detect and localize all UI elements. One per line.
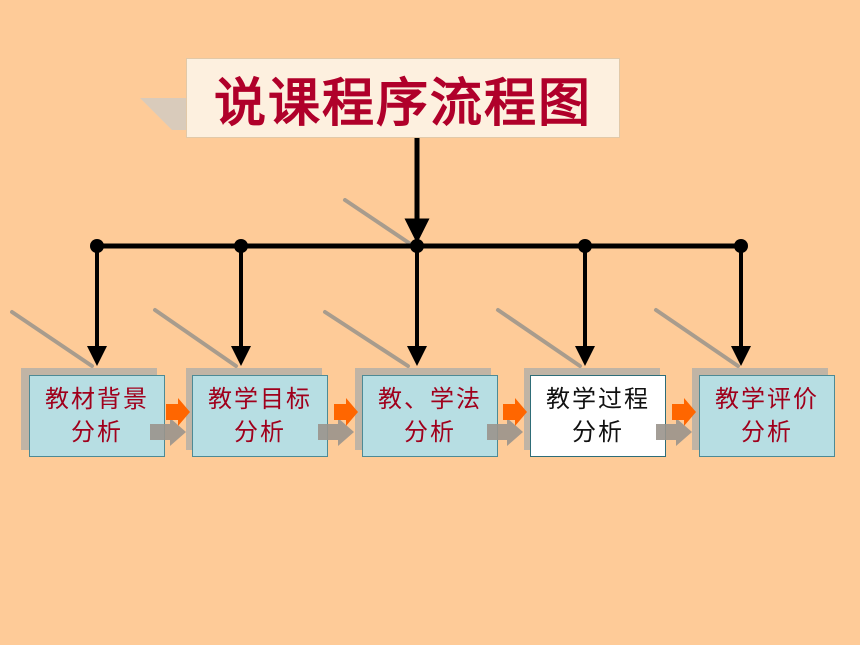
node-line1: 教、学法	[378, 385, 482, 413]
diagram-title: 说课程序流程图	[186, 58, 620, 138]
node-line2: 分析	[71, 418, 123, 446]
node-teaching-objectives: 教学目标 分析	[192, 375, 328, 457]
node-line1: 教学评价	[715, 385, 819, 413]
node-line1: 教材背景	[45, 385, 149, 413]
node-line2: 分析	[741, 418, 793, 446]
decorative-shadow-strokes	[10, 198, 740, 368]
node-teaching-learning-methods: 教、学法 分析	[362, 375, 498, 457]
node-line1: 教学过程	[546, 385, 650, 413]
node-line1: 教学目标	[208, 385, 312, 413]
node-teaching-process: 教学过程 分析	[530, 375, 666, 457]
node-teaching-evaluation: 教学评价 分析	[699, 375, 835, 457]
title-shadow	[140, 98, 186, 130]
node-textbook-background: 教材背景 分析	[29, 375, 165, 457]
node-line2: 分析	[404, 418, 456, 446]
node-line2: 分析	[572, 418, 624, 446]
drop-arrows	[87, 250, 751, 366]
junction-dots	[90, 239, 748, 253]
title-text: 说课程序流程图	[213, 73, 592, 134]
node-line2: 分析	[234, 418, 286, 446]
